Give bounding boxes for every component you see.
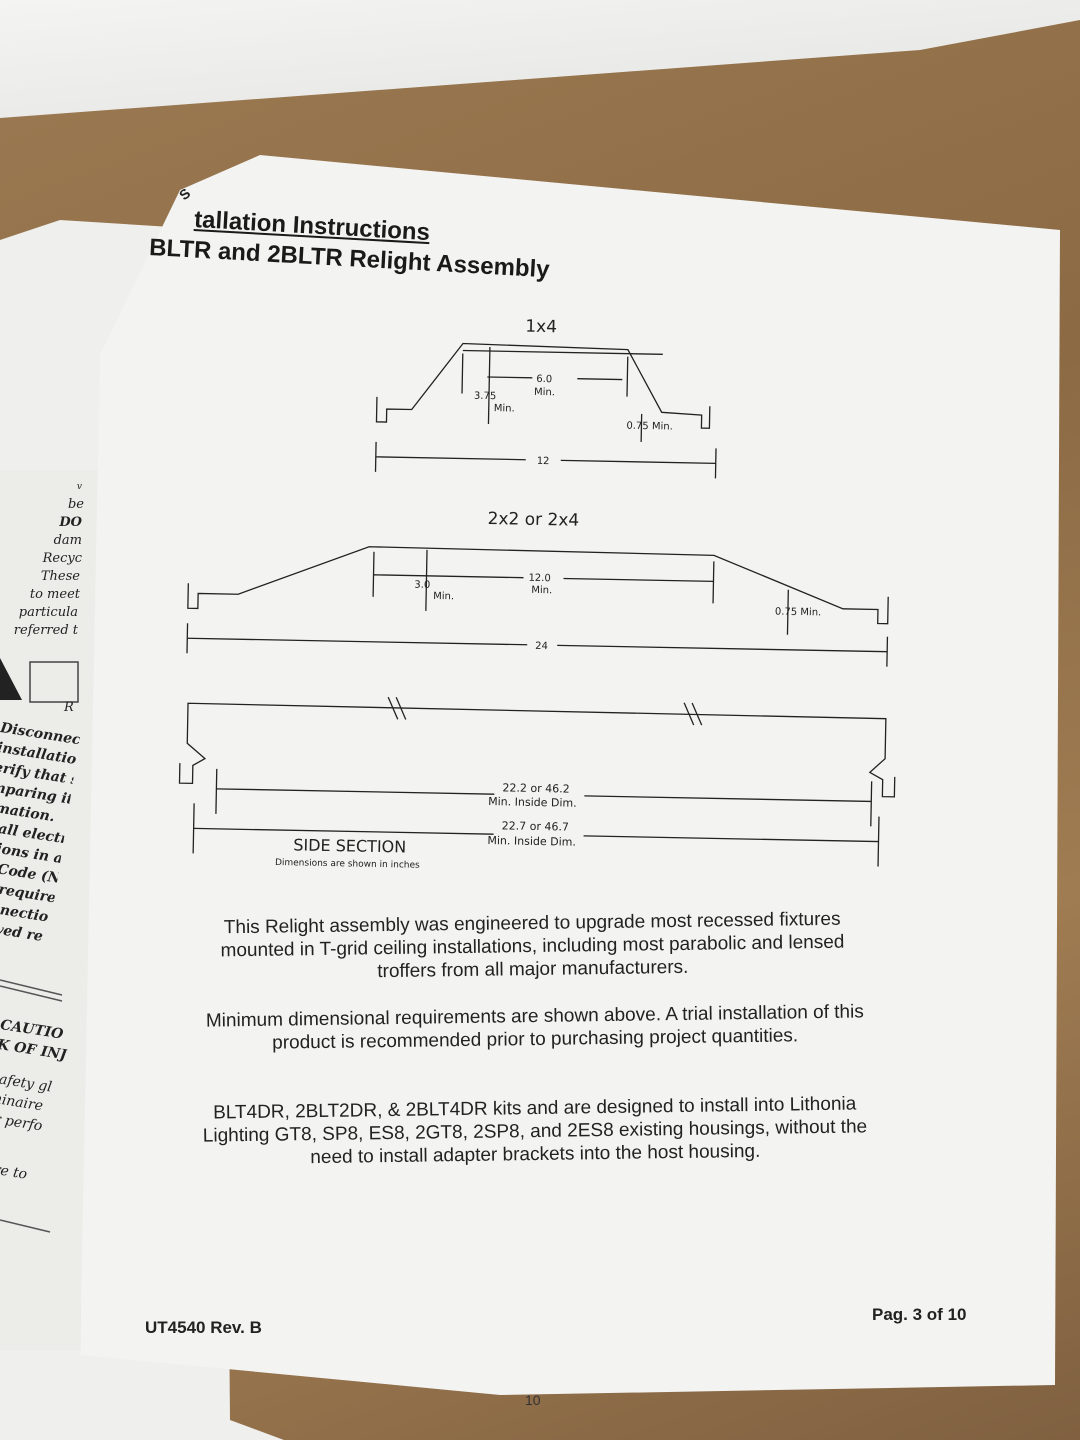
dim-height-2x2: 3.0 — [414, 580, 430, 591]
profile-2x2 — [187, 546, 889, 625]
dim-side-2x2: 0.75 Min. — [775, 607, 822, 619]
section-marker: R — [64, 700, 74, 715]
left-text-line: referred t — [13, 623, 78, 638]
dim-side-1x4: 0.75 Min. — [626, 421, 673, 433]
profile-1x4 — [375, 342, 711, 429]
warning-triangle-icon — [0, 658, 79, 703]
dim-flat-1x4: 6.0 — [536, 374, 552, 385]
left-page-rules — [0, 979, 63, 1233]
dim-width-1x4: 12 — [537, 456, 550, 467]
dim-inside-1-sub: Min. Inside Dim. — [488, 795, 577, 810]
instruction-page — [80, 155, 1060, 1395]
left-text-line: be — [67, 497, 84, 512]
paragraph-3: BLT4DR, 2BLT2DR, & 2BLT4DR kits and are … — [130, 1091, 941, 1171]
side-section-diagram: 1x4 3.75 Min. 6.0 Min. 0.75 Min. 12 2x2 … — [178, 317, 896, 871]
dim-height-1x4: 3.75 — [474, 391, 496, 402]
left-text-line: dam — [53, 533, 82, 548]
section-title: SIDE SECTION — [293, 835, 406, 856]
diagram-label-2x2: 2x2 or 2x4 — [487, 509, 579, 531]
left-text-line: DO — [59, 515, 82, 530]
left-text-line: v — [76, 482, 82, 492]
dim-inside-1: 22.2 or 46.2 — [502, 781, 569, 795]
profile-full — [178, 702, 896, 798]
diagram-label-1x4: 1x4 — [525, 317, 557, 338]
left-text-line: to meet — [29, 587, 80, 602]
left-text-line: Recyc — [42, 551, 82, 566]
dim-flat-min-2x2: Min. — [531, 585, 552, 596]
dim-flat-min-1x4: Min. — [534, 387, 555, 398]
dim-height-min-1x4: Min. — [494, 403, 515, 414]
dim-inside-2-sub: Min. Inside Dim. — [487, 834, 576, 849]
section-note: Dimensions are shown in inches — [275, 858, 420, 871]
bottom-page-fragment: 10 — [525, 1392, 541, 1408]
dim-flat-2x2: 12.0 — [528, 573, 550, 584]
left-text-line: These — [40, 569, 80, 584]
left-page-text-block1: v be DO dam Recyc These to meet particul… — [0, 478, 100, 640]
dim-width-2x2: 24 — [535, 641, 548, 652]
page-number: Pag. 3 of 10 — [872, 1305, 967, 1324]
dim-inside-2: 22.7 or 46.7 — [502, 819, 569, 833]
document-id: UT4540 Rev. B — [145, 1318, 262, 1337]
left-text-line: particula — [18, 605, 78, 620]
dim-height-min-2x2: Min. — [433, 591, 454, 602]
paragraph-1: This Relight assembly was engineered to … — [160, 907, 906, 986]
